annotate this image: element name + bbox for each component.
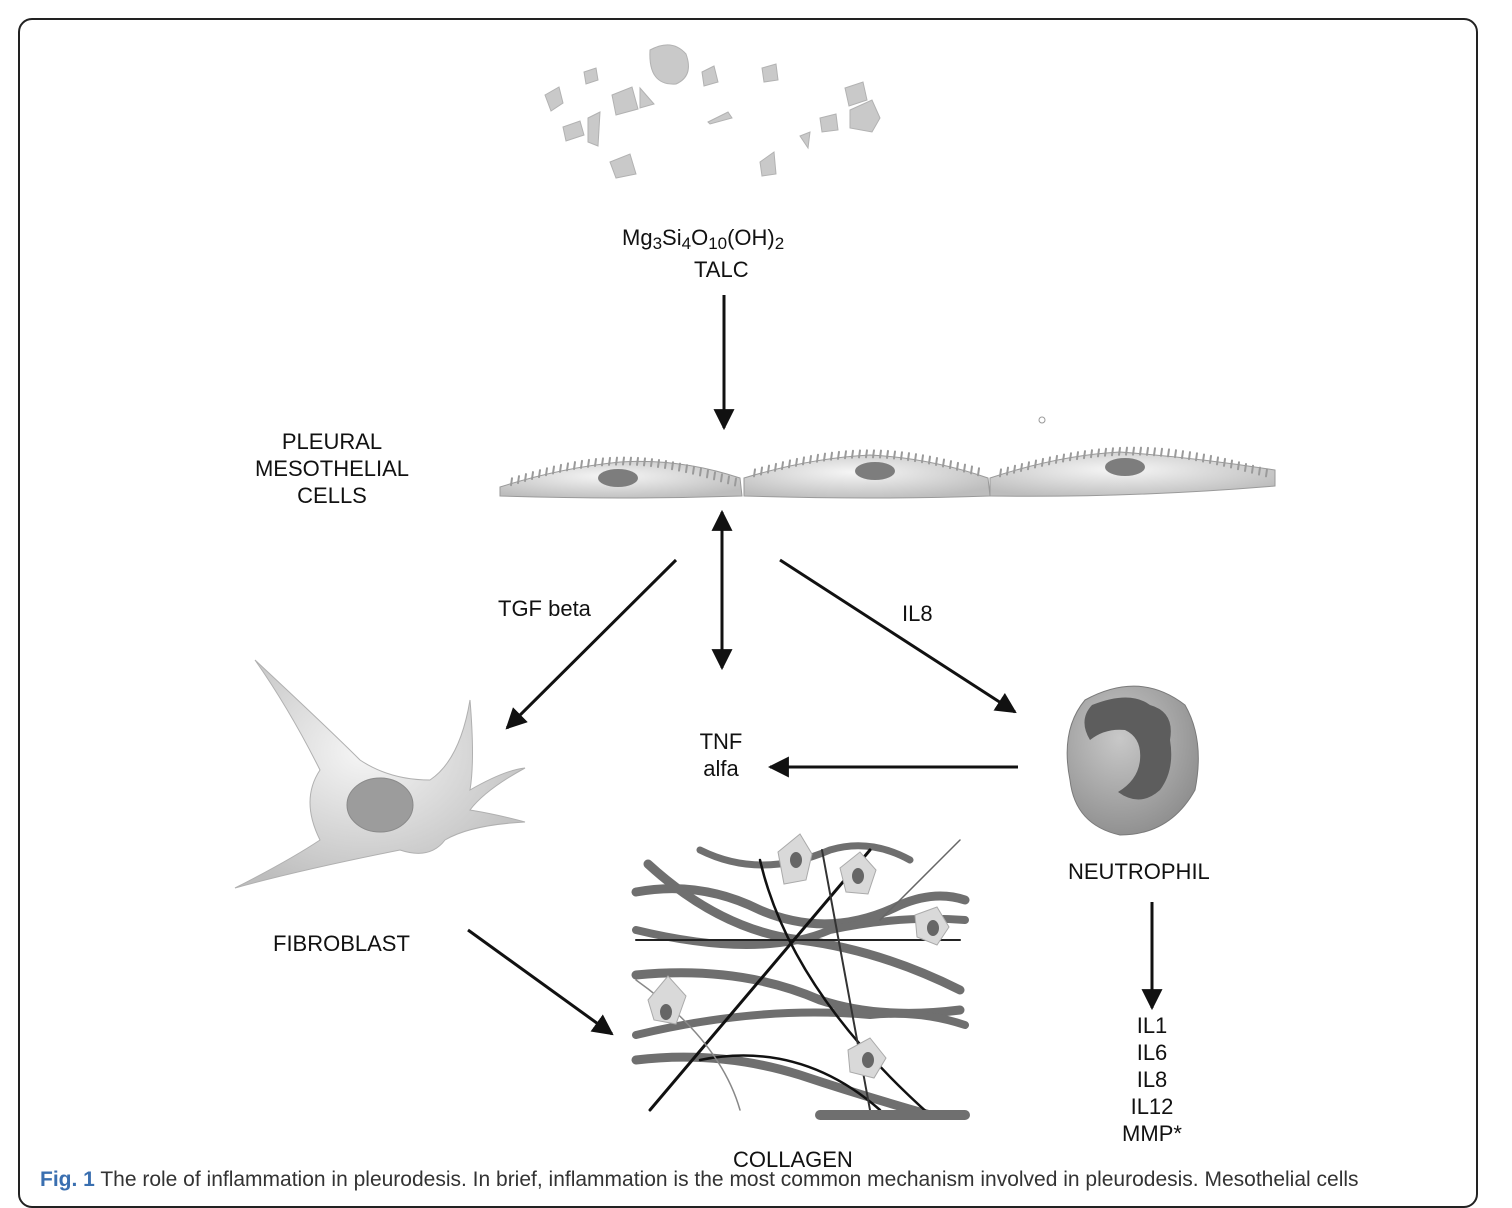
mesothelial-cells: [499, 416, 1276, 499]
il8-arrow-label: IL8: [902, 601, 933, 626]
talc-particles: [544, 44, 881, 179]
collagen-matrix: [631, 833, 970, 1120]
figure-frame: [18, 18, 1478, 1208]
cytokine-il12: IL12: [1130, 1094, 1174, 1119]
tgf-beta-label: TGF beta: [498, 596, 591, 621]
talc-label: TALC: [694, 257, 749, 282]
fibroblast-cell: [234, 659, 526, 889]
collagen-label: COLLAGEN: [733, 1147, 853, 1172]
caption-figure-label: Fig. 1: [40, 1168, 95, 1191]
cytokine-il1: IL1: [1136, 1013, 1168, 1038]
fibroblast-label: FIBROBLAST: [273, 931, 410, 956]
cytokine-il6: IL6: [1136, 1040, 1168, 1065]
neutrophil-label: NEUTROPHIL: [1068, 859, 1210, 884]
cytokine-mmp: MMP*: [1122, 1121, 1182, 1146]
tnf-alfa-label: TNF alfa: [699, 729, 743, 781]
arrow-tgf-beta-to-fibroblast: [505, 558, 678, 730]
arrow-il8-to-neutrophil: [779, 558, 1017, 714]
cytokine-il8: IL8: [1136, 1067, 1168, 1092]
cytokine-list: IL1 IL6 IL8 IL12 MMP*: [1110, 1012, 1194, 1147]
figure-caption: Fig. 1 The role of inflammation in pleur…: [40, 1168, 1359, 1192]
arrow-fibroblast-to-collagen: [467, 928, 614, 1036]
caption-text: The role of inflammation in pleurodesis.…: [100, 1168, 1359, 1191]
neutrophil-cell: [1066, 685, 1199, 836]
talc-formula: Mg3Si4O10(OH)2: [622, 225, 785, 253]
pleural-mesothelial-cells-label: PLEURAL MESOTHELIAL CELLS: [254, 429, 410, 508]
